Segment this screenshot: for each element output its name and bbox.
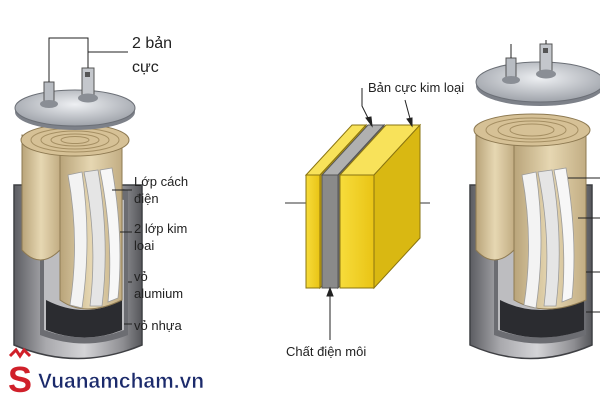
right-leader-lines <box>510 40 600 313</box>
label-terminals-line2: cực <box>132 59 159 76</box>
watermark-logo: S <box>8 347 32 400</box>
label-metal-line1: 2 lớp kim <box>134 221 187 236</box>
label-aluminum-line1: vỏ <box>134 269 148 284</box>
label-plastic: vỏ nhựa <box>134 318 183 333</box>
label-metal-line2: loai <box>134 238 154 253</box>
left-leader-lines <box>48 37 132 325</box>
label-terminals-line1: 2 bản <box>132 35 172 52</box>
left-capacitor: 2 bản cực Lớp cách điện 2 lớp kim loai v… <box>13 35 188 360</box>
label-dielectric: Chất điện môi <box>286 344 366 359</box>
label-aluminum-line2: alumium <box>134 286 183 301</box>
watermark-text: Vuanamcham.vn <box>38 370 204 393</box>
right-plate <box>338 123 422 290</box>
label-insulation-line2: điện <box>134 191 159 206</box>
watermark-logo-letter: S <box>8 359 32 400</box>
label-insulation-line1: Lớp cách <box>134 174 188 189</box>
watermark: S Vuanamcham.vn <box>8 347 204 400</box>
label-plate: Bản cực kim loại <box>368 80 464 95</box>
right-capacitor <box>469 40 600 360</box>
plate-leader-lines <box>326 88 413 340</box>
parallel-plate-capacitor: Bản cực kim loại Chất điện môi <box>285 80 464 359</box>
